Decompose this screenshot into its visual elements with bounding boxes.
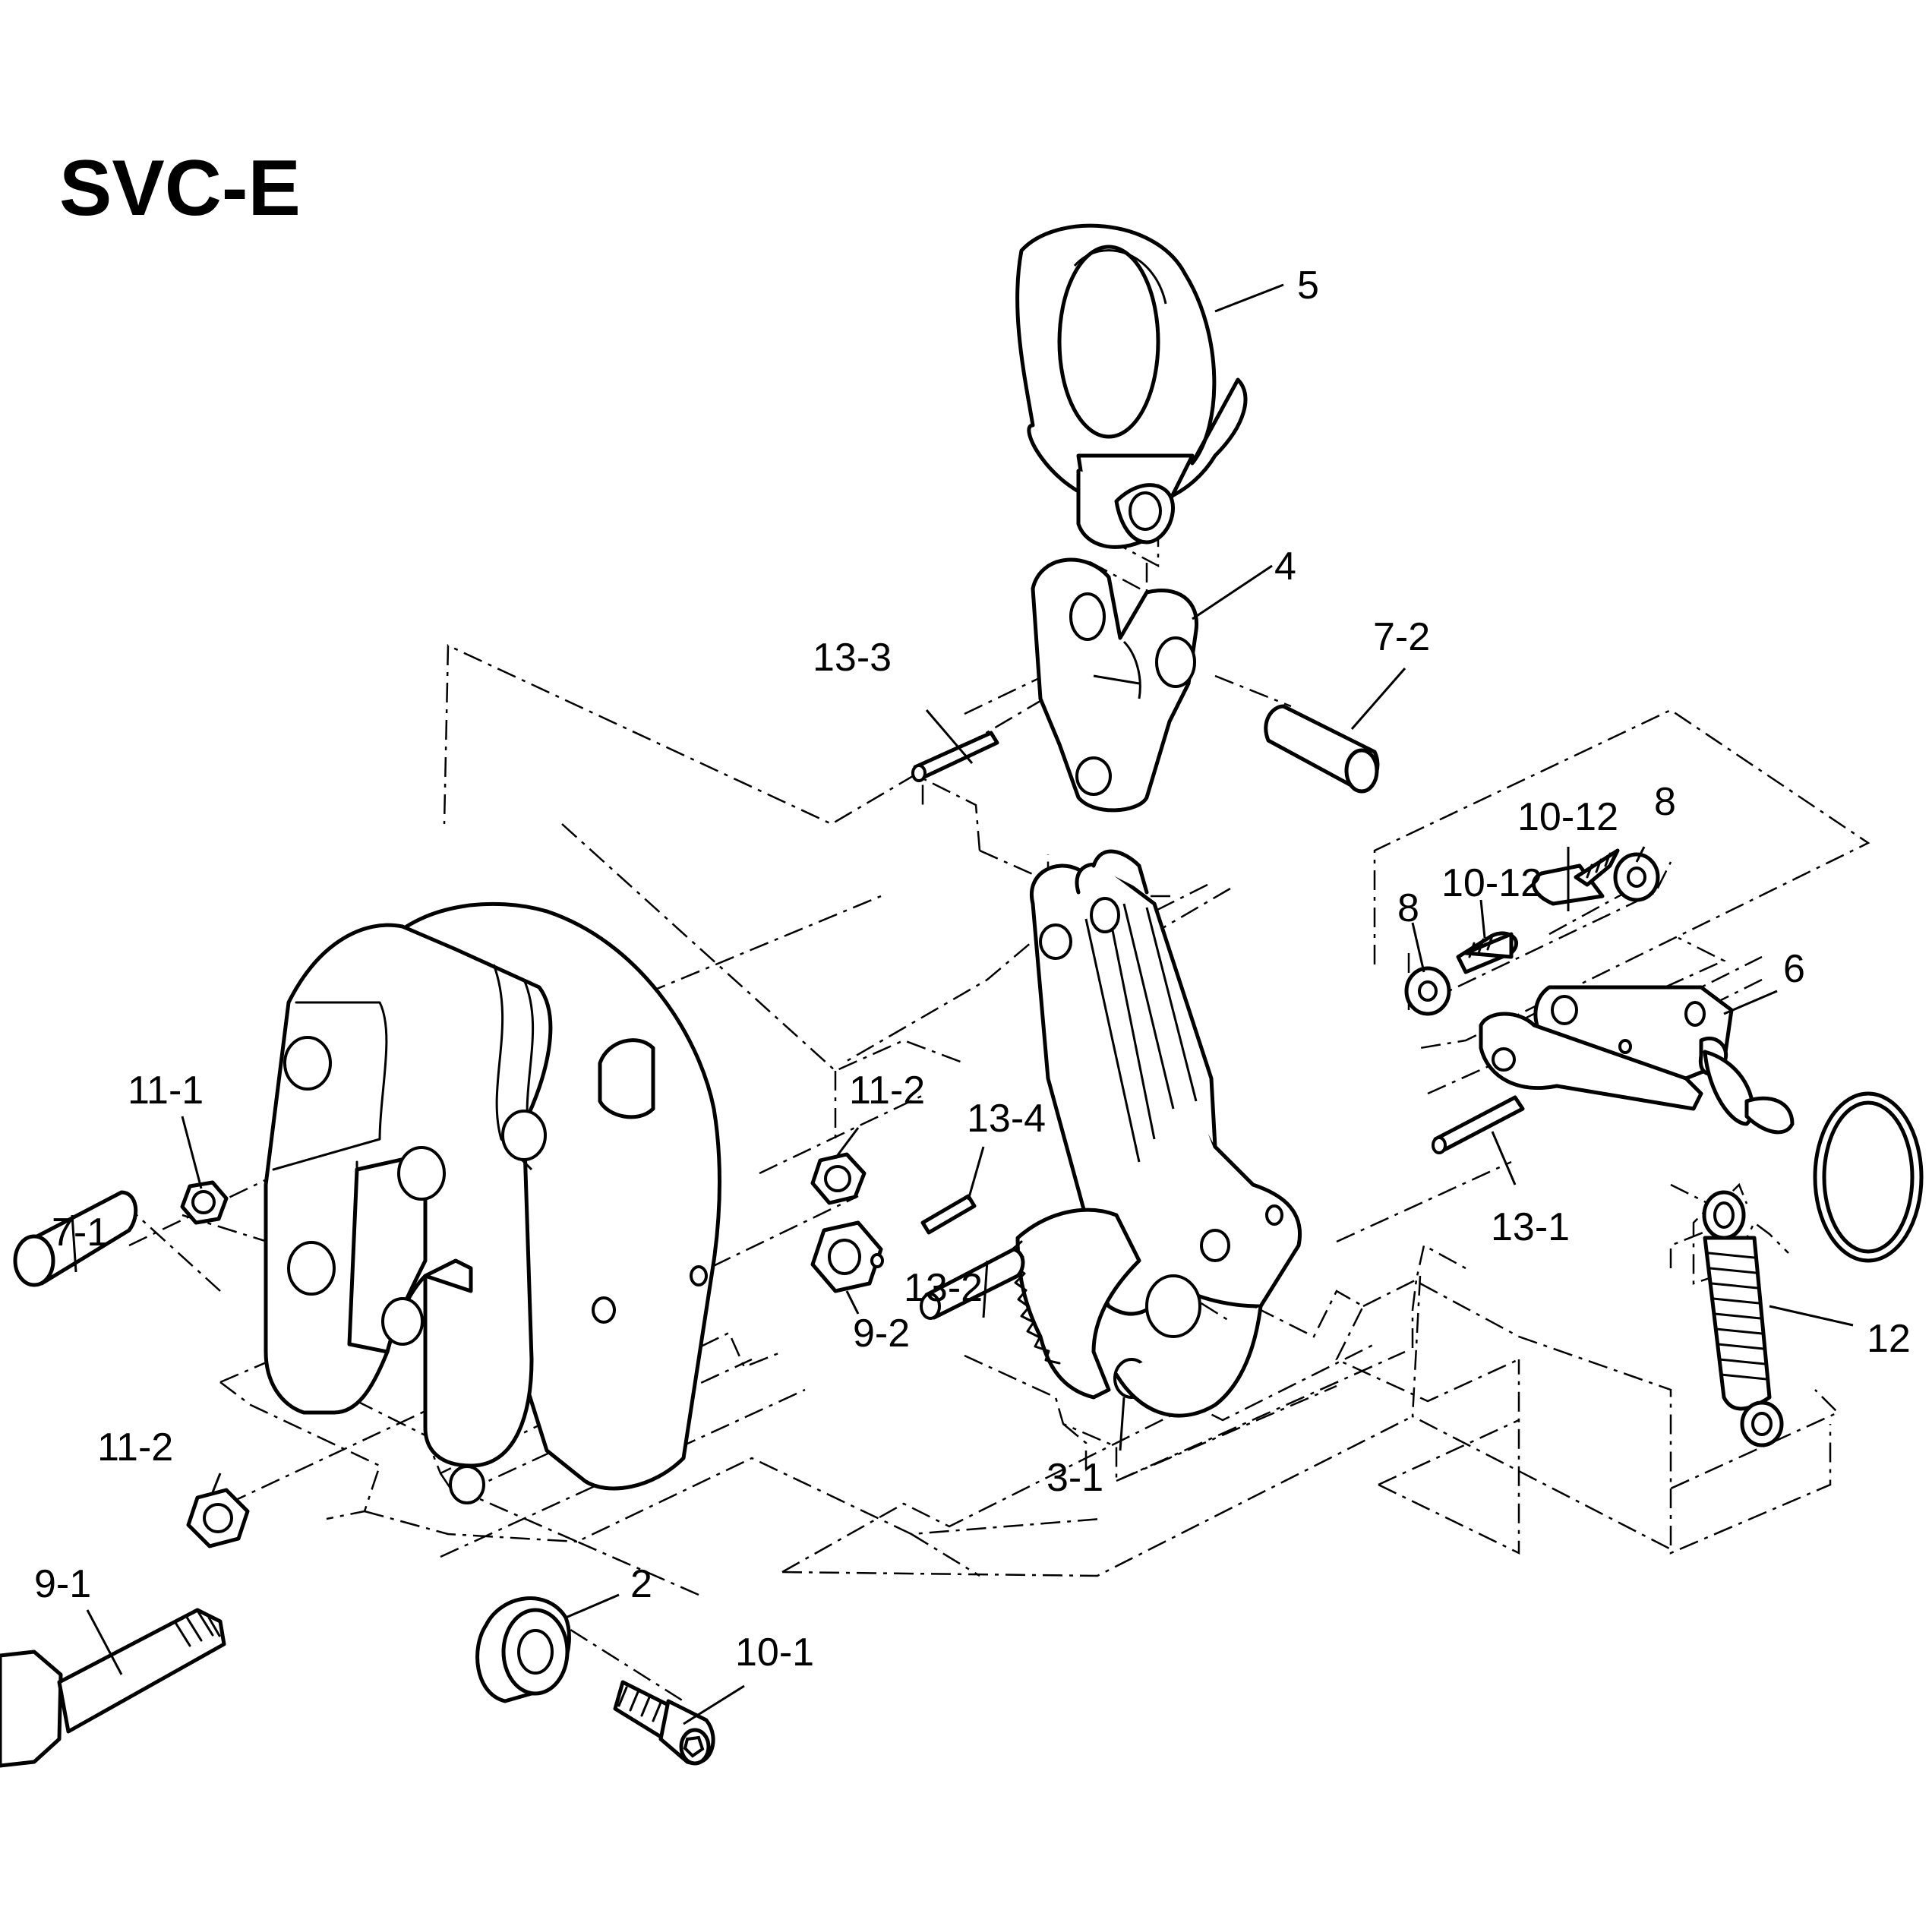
callout-7-2: 7-2 (1373, 615, 1430, 659)
part-13-2-roll-pin (920, 1247, 1025, 1320)
leader-lines (71, 283, 1854, 1725)
callout-11-1: 11-1 (128, 1069, 204, 1113)
part-13-4-roll-pin (920, 1194, 977, 1235)
main-body-plate (264, 901, 721, 1504)
callout-13-3: 13-3 (813, 636, 892, 680)
part-13-3-roll-pin (911, 731, 999, 782)
model-title: SVC-E (59, 144, 301, 232)
part-8-washer-upper (1613, 852, 1660, 902)
callout-10-1: 10-1 (735, 1631, 814, 1675)
part-11-2-lock-nut-upper (810, 1152, 867, 1205)
callout-7-1: 7-1 (52, 1211, 109, 1255)
part-10-12-screw-upper (1531, 848, 1620, 906)
part-4-clevis-link (1031, 557, 1199, 813)
callout-9-2: 9-2 (853, 1312, 910, 1356)
callout-13-4: 13-4 (967, 1097, 1046, 1141)
callout-13-1: 13-1 (1491, 1205, 1570, 1249)
part-7-2-pin (1264, 704, 1380, 794)
callout-6: 6 (1783, 947, 1805, 991)
callout-11-2-upper: 11-2 (849, 1069, 925, 1113)
part-9-2-hex-nut (810, 1220, 884, 1293)
callout-10-12-lower: 10-12 (1441, 861, 1542, 905)
part-13-1-roll-pin (1432, 1095, 1525, 1154)
part-9-1-hex-bolt (0, 1608, 226, 1768)
part-2-bearing (475, 1596, 571, 1703)
callout-8-upper: 8 (1654, 780, 1676, 824)
callout-13-2: 13-2 (904, 1266, 983, 1310)
part-11-1-lock-nut (180, 1180, 229, 1225)
callout-3-1: 3-1 (1046, 1456, 1103, 1500)
callout-11-2-lower: 11-2 (97, 1425, 173, 1470)
part-7-1-pin (13, 1190, 138, 1287)
callout-12: 12 (1867, 1317, 1911, 1361)
part-6-lock-lever (1479, 985, 1924, 1263)
callout-5: 5 (1297, 264, 1319, 308)
part-8-washer-lower (1404, 966, 1451, 1016)
part-5-lifting-eye (1015, 223, 1248, 549)
callout-4: 4 (1274, 545, 1296, 589)
callout-2: 2 (630, 1562, 652, 1606)
serrated-cam (1011, 1208, 1263, 1418)
part-12-spring (1702, 1190, 1784, 1447)
callout-9-1: 9-1 (34, 1562, 91, 1606)
part-11-2-lock-nut-lower (186, 1488, 250, 1548)
callout-8-lower: 8 (1397, 886, 1419, 930)
part-10-1-cap-screw (613, 1680, 715, 1766)
callout-10-12-upper: 10-12 (1517, 795, 1618, 839)
part-10-12-screw-lower (1456, 931, 1518, 974)
callout-labels: 5 4 13-3 7-2 10-12 8 10-12 8 6 11-1 11-2… (34, 264, 1911, 1675)
